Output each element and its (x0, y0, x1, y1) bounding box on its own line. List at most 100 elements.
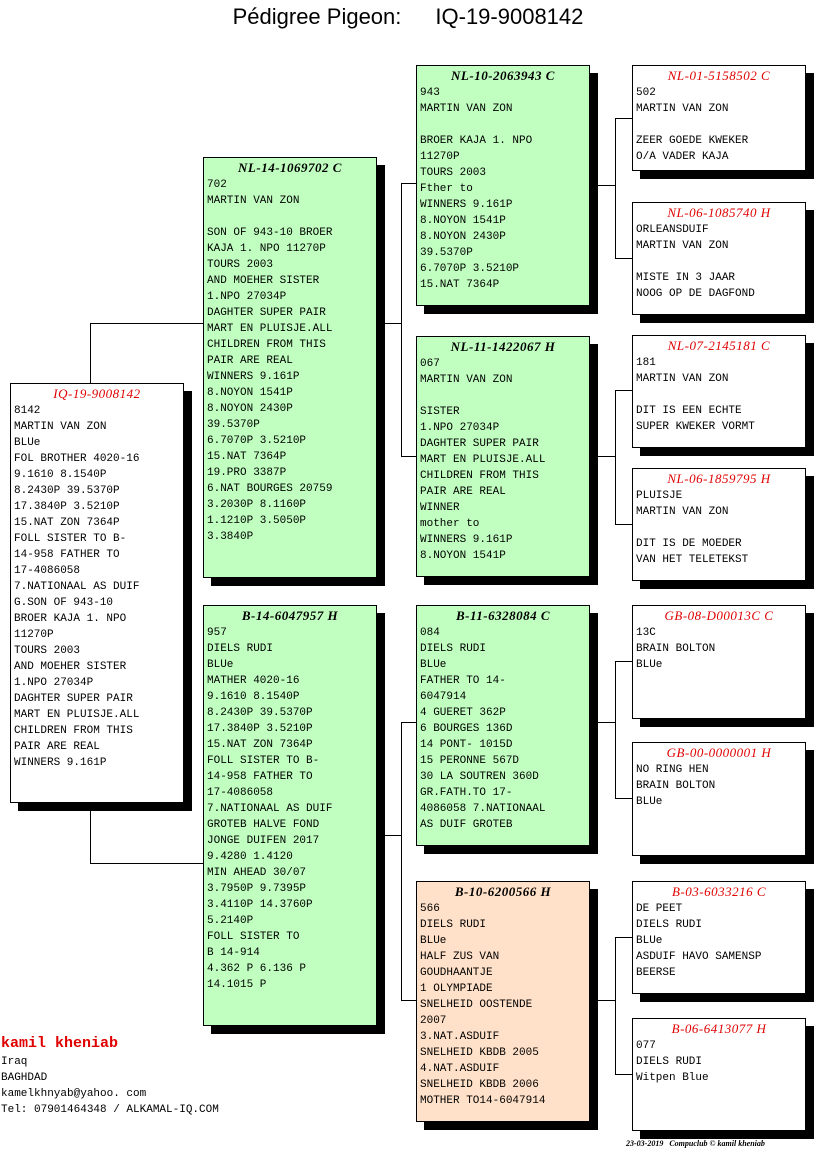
note-line: PAIR ARE REAL (14, 741, 100, 753)
note-line: GOUDHAANTJE (420, 967, 493, 979)
connector-line (401, 183, 402, 456)
note-line: 1.1210P 3.5050P (207, 515, 307, 527)
note-line: FATHER TO 14- (420, 675, 506, 687)
connector-line (615, 937, 616, 1074)
ring-number: NL-06-1085740 H (667, 205, 771, 220)
connector-line (615, 937, 632, 938)
note-line: TOURS 2003 (420, 167, 487, 179)
note-line: MART EN PLUISJE.ALL (207, 323, 333, 335)
ring-number: NL-01-5158502 C (667, 68, 771, 83)
note-line: 6047914 (420, 691, 467, 703)
note-line: 3.7950P 9.7395P (207, 883, 307, 895)
note-line: BROER KAJA 1. NPO (420, 135, 533, 147)
note-line: SISTER (420, 406, 460, 418)
note-line: 4.362 P 6.136 P (207, 963, 307, 975)
note-line: BLUe (207, 659, 234, 671)
note-line: BLUe (636, 935, 663, 947)
note-line: 14-958 FATHER TO (14, 549, 120, 561)
note-line: SUPER KWEKER VORMT (636, 421, 755, 433)
note-line: 957 (207, 627, 227, 639)
note-line: 3.2030P 8.1160P (207, 499, 307, 511)
note-line: 4 GUERET 362P (420, 707, 506, 719)
owner-line: Iraq (1, 1056, 28, 1068)
ring-number: GB-00-0000001 H (666, 745, 772, 760)
note-line: KAJA 1. NPO 11270P (207, 243, 326, 255)
note-line: WINNERS 9.161P (420, 199, 513, 211)
note-line: 15.NAT 7364P (207, 451, 287, 463)
ring-number: B-10-6200566 H (454, 884, 552, 899)
note-line: 15.NAT ZON 7364P (207, 739, 313, 751)
owner-name: kamil kheniab (1, 1035, 119, 1052)
note-line: WINNERS 9.161P (420, 534, 513, 546)
owner-line: BAGHDAD (1, 1072, 48, 1084)
note-line: 3.3840P (207, 531, 254, 543)
note-line: 17-4086058 (14, 565, 81, 577)
note-line: MARTIN VAN ZON (636, 103, 729, 115)
note-line: 8.NOYON 1541P (420, 215, 506, 227)
note-line: 11270P (14, 629, 54, 641)
note-line: 502 (636, 87, 656, 99)
connector-line (615, 390, 632, 391)
note-line: 8.2430P 39.5370P (207, 707, 313, 719)
footer-date: 23-03-2019 (626, 1139, 664, 1148)
note-line: DIT IS DE MOEDER (636, 538, 742, 550)
connector-line (401, 183, 416, 184)
note-line: BRAIN BOLTON (636, 780, 716, 792)
note-line (207, 209, 376, 225)
note-line: 1.NPO 27034P (14, 677, 94, 689)
note-line: FOLL SISTER TO B- (207, 755, 320, 767)
ring-number: B-11-6328084 C (455, 608, 551, 623)
footer: 23-03-2019 Compuclub © kamil kheniab (626, 1139, 765, 1148)
note-line: 39.5370P (420, 247, 473, 259)
note-line: JONGE DUIFEN 2017 (207, 835, 320, 847)
note-line: MATHER 4020-16 (207, 675, 300, 687)
note-line: DIELS RUDI (207, 643, 274, 655)
note-line: 15.NAT 7364P (420, 279, 500, 291)
note-line: PAIR ARE REAL (420, 486, 506, 498)
footer-credit: Compuclub © kamil kheniab (669, 1139, 765, 1148)
connector-line (615, 1074, 632, 1075)
note-line: 17.3840P 3.5210P (207, 723, 313, 735)
note-line: WINNERS 9.161P (207, 371, 300, 383)
note-line: VAN HET TELETEKST (636, 554, 749, 566)
connector-line (90, 802, 91, 864)
note-line: 1 OLYMPIADE (420, 983, 493, 995)
note-line: NOOG OP DE DAGFOND (636, 288, 755, 300)
note-line: 4.NAT.ASDUIF (420, 1063, 500, 1075)
note-line: 15.NAT ZON 7364P (14, 517, 120, 529)
note-line: 3.4110P 14.3760P (207, 899, 313, 911)
ring-number: NL-14-1069702 C (238, 160, 342, 175)
ring-number: NL-11-1422067 H (450, 339, 556, 354)
note-line: BRAIN BOLTON (636, 643, 716, 655)
connector-line (615, 798, 632, 799)
note-line: MIN AHEAD 30/07 (207, 867, 307, 879)
note-line: 6 BOURGES 136D (420, 723, 513, 735)
note-line: BLUe (420, 659, 447, 671)
note-line: 14-958 FATHER TO (207, 771, 313, 783)
note-line: 067 (420, 358, 440, 370)
connector-line (615, 118, 616, 258)
note-line: DIT IS EEN ECHTE (636, 405, 742, 417)
connector-line (589, 185, 615, 186)
note-line: BROER KAJA 1. NPO (14, 613, 127, 625)
note-line: 8.NOYON 1541P (207, 387, 293, 399)
note-line: BLUe (14, 437, 41, 449)
note-line: 15 PERONNE 567D (420, 755, 520, 767)
note-line: DIELS RUDI (636, 919, 703, 931)
note-line: 9.1610 8.1540P (14, 469, 107, 481)
